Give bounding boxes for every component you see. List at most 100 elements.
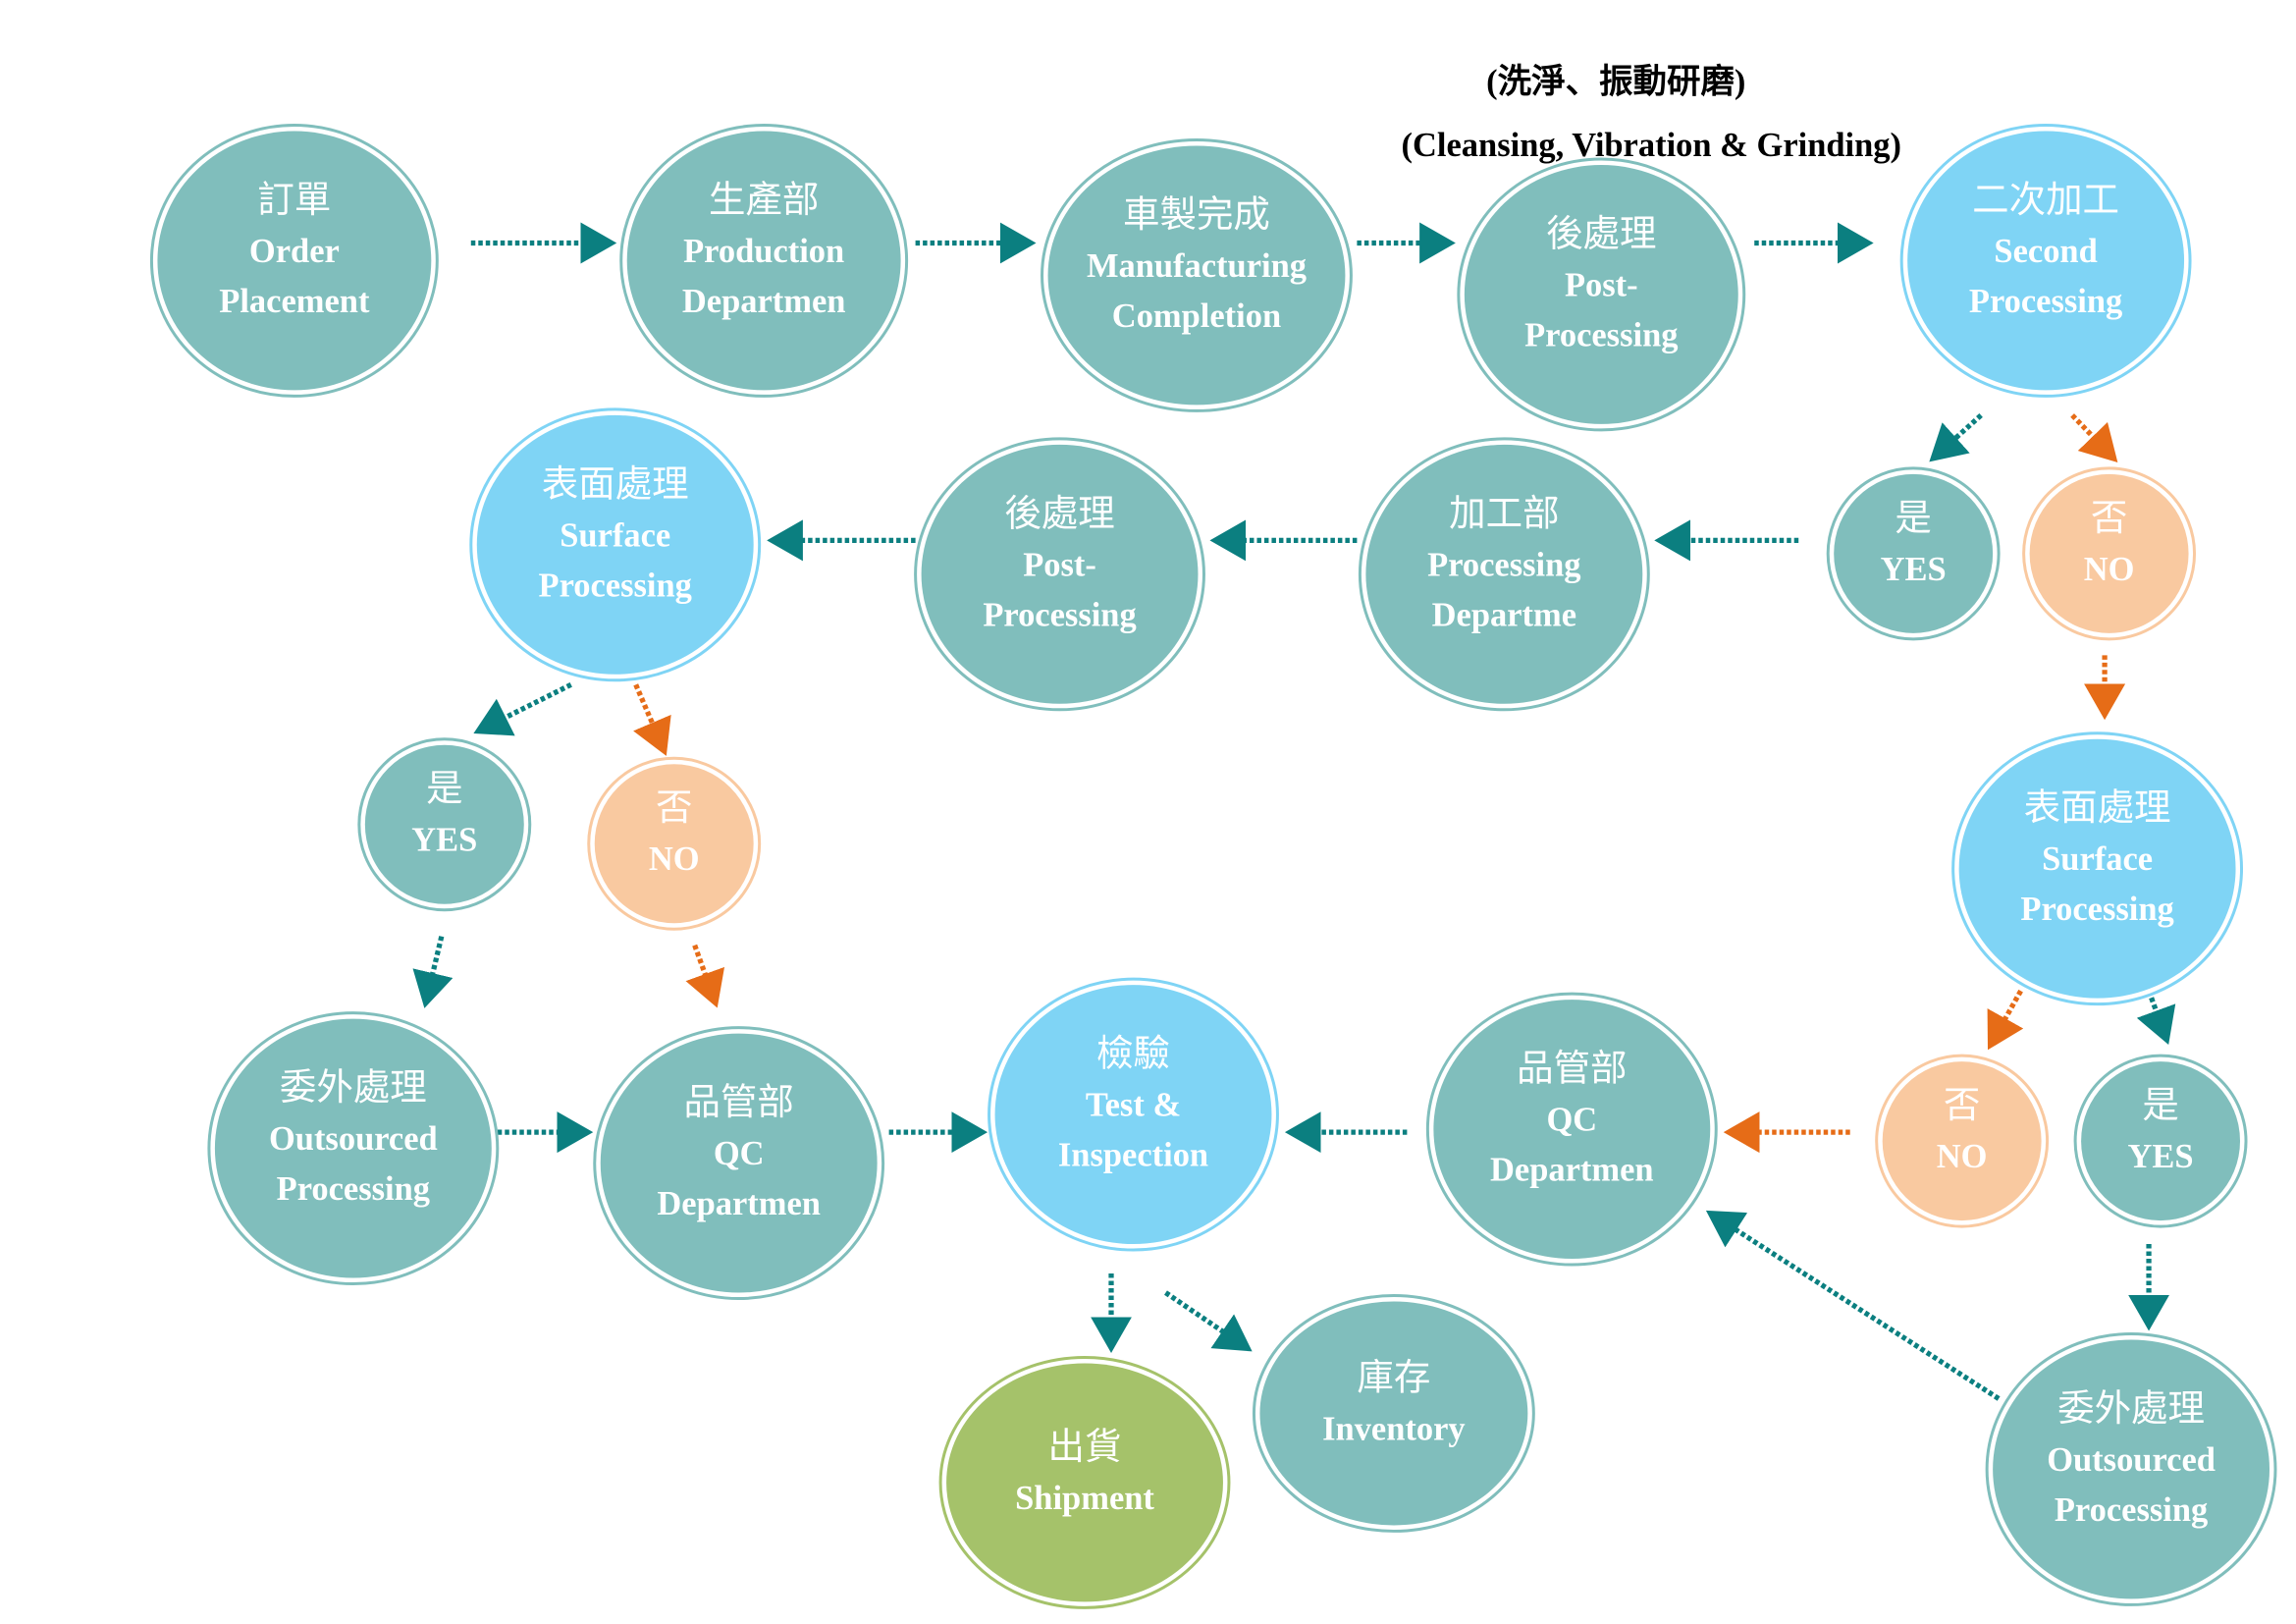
node-label: Processing [1969, 283, 2122, 320]
node-label: Processing [983, 596, 1136, 633]
node-shape [1464, 165, 1738, 424]
node-label: Placement [219, 283, 370, 320]
node-shipment: 出貨 Shipment [938, 1356, 1231, 1609]
node-yes1: 是 YES [1826, 466, 2001, 641]
node-label: Processing [277, 1170, 430, 1208]
node-shape [1365, 444, 1643, 704]
node-label: NO [2084, 551, 2135, 588]
node-label: YES [2128, 1138, 2194, 1175]
no-branch-arrow [633, 683, 671, 756]
node-inventory: 庫存 Inventory [1252, 1294, 1535, 1533]
node-label: 車製完成 [1123, 192, 1270, 236]
node-label: YES [411, 822, 477, 859]
node-label: Manufacturing [1087, 247, 1307, 285]
node-label: 是 [1895, 496, 1931, 539]
node-label: Processing [1427, 546, 1580, 583]
node-label: 品管部 [683, 1080, 793, 1123]
node-label: Completion [1112, 298, 1281, 335]
node-label: Second [1994, 233, 2097, 270]
node-label: Post- [1565, 266, 1638, 303]
no-branch-arrow [2070, 413, 2118, 462]
node-label: 表面處理 [542, 461, 689, 505]
flow-arrow [2136, 990, 2176, 1046]
node-shape [1047, 145, 1346, 406]
node-label: NO [649, 840, 700, 878]
note-chinese: (洗淨、振動研磨) [1486, 64, 1745, 101]
node-label: Departmen [682, 283, 846, 320]
node-shape [594, 764, 754, 924]
arrows [412, 222, 2176, 1401]
node-shape [994, 985, 1272, 1245]
node-label: 庫存 [1357, 1355, 1430, 1398]
node-shape [214, 1018, 492, 1278]
node-label: 後處理 [1004, 491, 1114, 534]
node-no1: 否 NO [2022, 466, 2197, 641]
node-label: Processing [539, 567, 692, 604]
node-label: Order [249, 233, 340, 270]
node-label: 否 [1944, 1083, 1980, 1126]
note-english: (Cleansing, Vibration & Grinding) [1402, 127, 1901, 164]
node-label: 二次加工 [1972, 178, 2119, 221]
node-label: 否 [2091, 496, 2127, 539]
node-label: Departmen [1490, 1152, 1654, 1189]
flow-arrow [1164, 1290, 1253, 1352]
node-label: YES [1881, 551, 1947, 588]
node-label: 加工部 [1449, 491, 1559, 534]
node-shape [476, 414, 754, 675]
node-label: 生產部 [709, 178, 819, 221]
node-shape [1958, 738, 2236, 999]
node-shape [1259, 1301, 1528, 1526]
node-label: Shipment [1015, 1480, 1154, 1517]
node-shape [921, 444, 1199, 704]
node-label: 是 [2142, 1083, 2178, 1126]
node-label: Outsourced [269, 1120, 438, 1158]
node-label: 否 [656, 785, 692, 829]
node-shape [157, 131, 432, 391]
node-label: Post- [1023, 546, 1096, 583]
node-shape [1433, 1000, 1711, 1260]
node-label: 訂單 [257, 178, 331, 221]
node-label: 品管部 [1517, 1047, 1627, 1090]
node-shape [946, 1363, 1223, 1602]
node-label: Processing [2055, 1491, 2208, 1529]
node-label: 出貨 [1048, 1425, 1122, 1468]
node-shape [2029, 473, 2189, 633]
no-branch-arrow [1987, 989, 2024, 1051]
node-label: Processing [1524, 316, 1678, 353]
node-label: Inventory [1322, 1410, 1466, 1447]
node-label: QC [714, 1135, 765, 1172]
node-label: 委外處理 [280, 1065, 427, 1109]
node-shape [2081, 1061, 2241, 1221]
flow-arrow [1705, 1210, 2001, 1401]
node-label: Processing [2020, 891, 2173, 928]
node-shape [1993, 1339, 2270, 1599]
node-shape [626, 131, 901, 391]
node-label: Departme [1432, 596, 1576, 633]
node-label: Outsourced [2047, 1441, 2216, 1479]
node-label: QC [1546, 1102, 1597, 1139]
node-qc2: 品管部 QC Departmen [1425, 992, 1718, 1267]
no-branch-arrow [685, 944, 725, 1008]
node-label: Inspection [1058, 1137, 1208, 1174]
node-shape [364, 744, 524, 904]
node-shape [1834, 473, 1994, 633]
node-label: 表面處理 [2024, 785, 2171, 829]
node-label: 檢驗 [1096, 1032, 1170, 1075]
node-label: Surface [560, 516, 670, 554]
node-label: 是 [426, 767, 462, 810]
node-no2: 否 NO [587, 756, 762, 931]
node-yes2: 是 YES [357, 737, 532, 912]
